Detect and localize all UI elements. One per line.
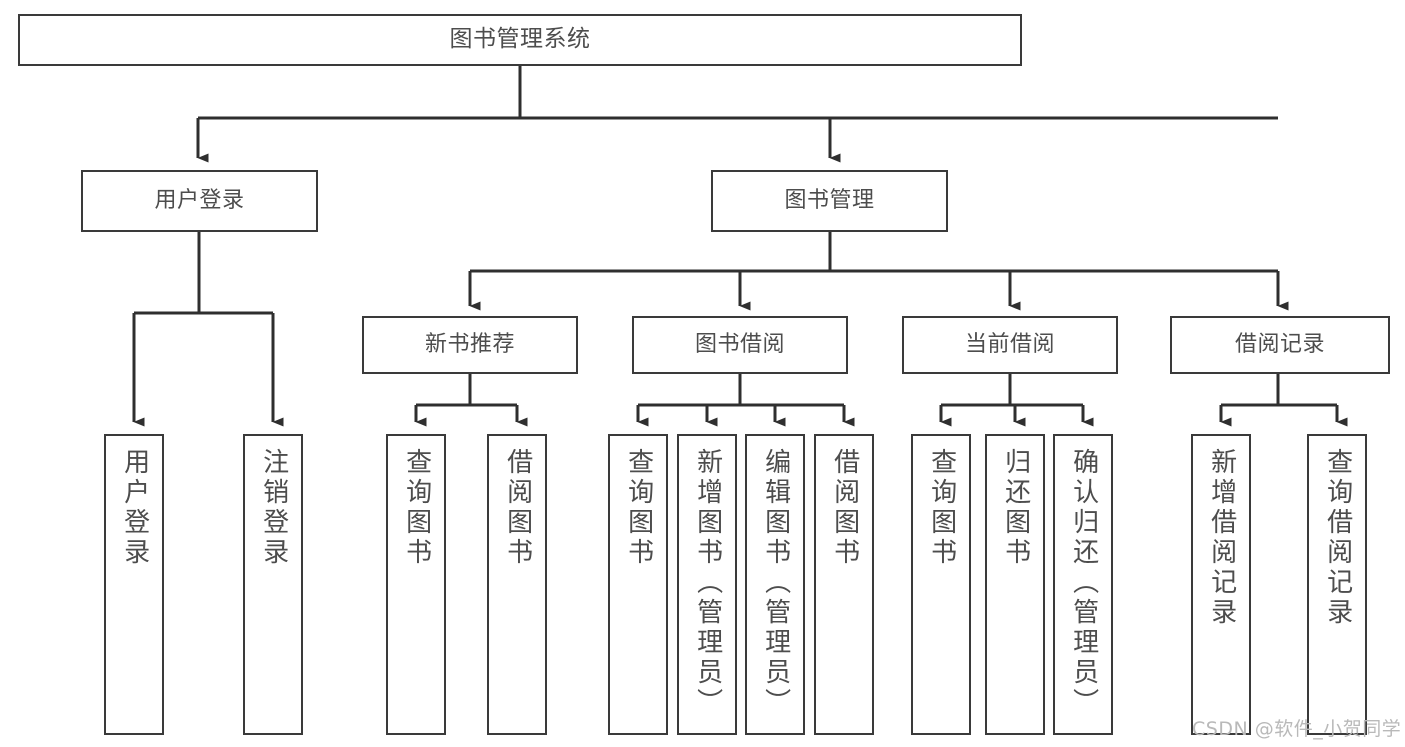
node-leaf-query-book-1-label: 查询图书 (401, 448, 432, 568)
node-leaf-query-book-2-label: 查询图书 (623, 448, 654, 568)
node-leaf-query-book-2[interactable]: 查询图书 (608, 434, 668, 735)
node-leaf-user-login-label: 用户登录 (119, 448, 150, 568)
node-leaf-add-book[interactable]: 新增图书（管理员） (677, 434, 737, 735)
node-leaf-confirm-return[interactable]: 确认归还（管理员） (1053, 434, 1113, 735)
node-leaf-edit-book-label: 编辑图书（管理员） (760, 448, 791, 718)
node-new-book-recommend[interactable]: 新书推荐 (362, 316, 578, 374)
node-leaf-edit-book[interactable]: 编辑图书（管理员） (745, 434, 805, 735)
node-leaf-borrow-book-1-label: 借阅图书 (502, 448, 533, 568)
node-book-borrow[interactable]: 图书借阅 (632, 316, 848, 374)
node-leaf-return-book-label: 归还图书 (1000, 448, 1031, 568)
node-book-borrow-label: 图书借阅 (694, 332, 785, 358)
node-book-manage-label: 图书管理 (784, 188, 875, 214)
node-leaf-return-book[interactable]: 归还图书 (985, 434, 1045, 735)
node-leaf-logout[interactable]: 注销登录 (243, 434, 303, 735)
node-new-book-recommend-label: 新书推荐 (424, 332, 515, 358)
node-current-borrow-label: 当前借阅 (964, 332, 1055, 358)
node-leaf-confirm-return-label: 确认归还（管理员） (1068, 448, 1099, 718)
node-borrow-record[interactable]: 借阅记录 (1170, 316, 1390, 374)
node-user-login-label: 用户登录 (154, 188, 245, 214)
node-leaf-query-borrow-record[interactable]: 查询借阅记录 (1307, 434, 1367, 735)
node-leaf-borrow-book-1[interactable]: 借阅图书 (487, 434, 547, 735)
node-borrow-record-label: 借阅记录 (1234, 332, 1325, 358)
node-leaf-query-borrow-record-label: 查询借阅记录 (1322, 448, 1353, 628)
node-leaf-logout-label: 注销登录 (258, 448, 289, 568)
csdn-watermark: CSDN @软件_小贺同学 (1192, 718, 1402, 740)
node-leaf-query-book-1[interactable]: 查询图书 (386, 434, 446, 735)
node-leaf-add-borrow-record[interactable]: 新增借阅记录 (1191, 434, 1251, 735)
node-leaf-user-login[interactable]: 用户登录 (104, 434, 164, 735)
node-leaf-query-book-3-label: 查询图书 (926, 448, 957, 568)
node-leaf-query-book-3[interactable]: 查询图书 (911, 434, 971, 735)
node-book-manage[interactable]: 图书管理 (711, 170, 948, 232)
node-leaf-add-book-label: 新增图书（管理员） (692, 448, 723, 718)
node-user-login[interactable]: 用户登录 (81, 170, 318, 232)
node-leaf-add-borrow-record-label: 新增借阅记录 (1206, 448, 1237, 628)
node-root-label: 图书管理系统 (449, 26, 591, 53)
node-current-borrow[interactable]: 当前借阅 (902, 316, 1118, 374)
node-leaf-borrow-book-2[interactable]: 借阅图书 (814, 434, 874, 735)
node-leaf-borrow-book-2-label: 借阅图书 (829, 448, 860, 568)
node-root[interactable]: 图书管理系统 (18, 14, 1022, 66)
